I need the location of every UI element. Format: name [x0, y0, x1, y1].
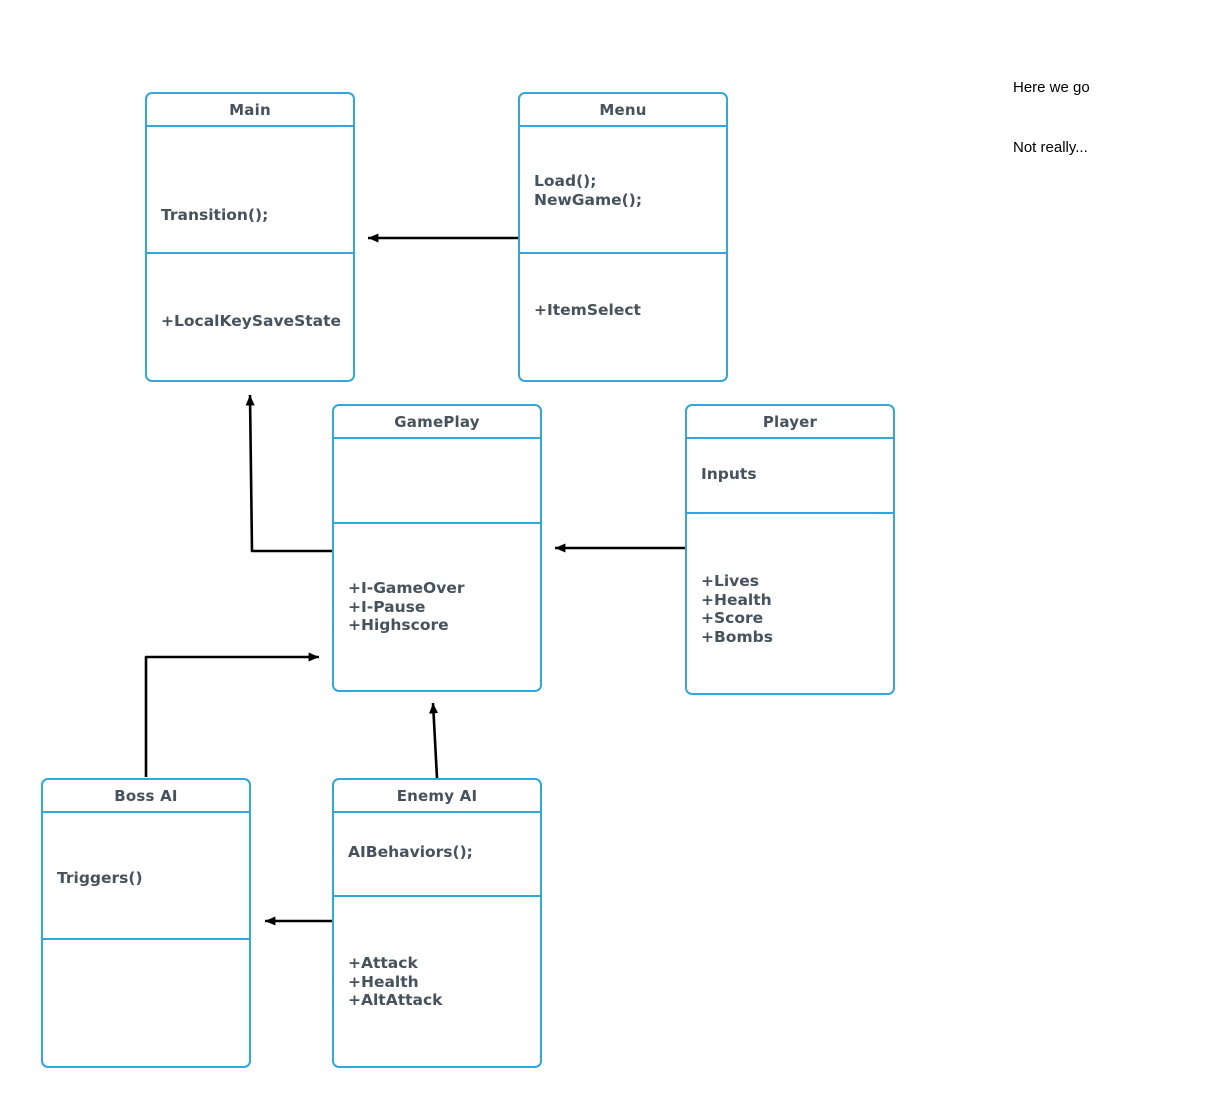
class-operations-boss-ai — [43, 940, 249, 1066]
class-attributes-player: Inputs — [687, 439, 893, 514]
class-title-gameplay: GamePlay — [334, 406, 540, 439]
connector-enemyai-to-gameplay — [429, 702, 439, 779]
class-box-boss-ai[interactable]: Boss AI Triggers() — [41, 778, 251, 1068]
class-attributes-boss-ai: Triggers() — [43, 813, 249, 940]
class-title-main: Main — [147, 94, 353, 127]
class-operations-gameplay: +I-GameOver +I-Pause +Highscore — [348, 579, 465, 634]
class-title-player: Player — [687, 406, 893, 439]
class-title-boss-ai: Boss AI — [43, 780, 249, 813]
class-operations-enemy-ai: +Attack +Health +AltAttack — [348, 954, 443, 1010]
class-operations-menu: +ItemSelect — [534, 301, 641, 319]
connector-gameplay-to-main — [245, 394, 332, 553]
class-title-enemy-ai: Enemy AI — [334, 780, 540, 813]
class-attributes-enemy-ai: AIBehaviors(); — [334, 813, 540, 898]
class-box-main[interactable]: Main Transition(); +LocalKeySaveState — [145, 92, 355, 382]
class-box-player[interactable]: Player Inputs +Lives +Health +Score +Bom… — [685, 404, 895, 695]
class-attributes-main: Transition(); — [147, 127, 353, 254]
class-box-enemy-ai[interactable]: Enemy AI AIBehaviors(); +Attack +Health … — [332, 778, 542, 1068]
class-attributes-menu: Load(); NewGame(); — [520, 127, 726, 254]
class-operations-main: +LocalKeySaveState — [161, 312, 342, 330]
note-line-1: Here we go — [1013, 79, 1090, 96]
note-text: Here we go Not really... — [1013, 38, 1090, 198]
class-attributes-gameplay — [334, 439, 540, 524]
connector-bossai-to-gameplay — [144, 652, 320, 777]
note-line-2: Not really... — [1013, 139, 1088, 156]
class-box-menu[interactable]: Menu Load(); NewGame(); +ItemSelect — [518, 92, 728, 382]
class-title-menu: Menu — [520, 94, 726, 127]
class-operations-player: +Lives +Health +Score +Bombs — [701, 572, 773, 646]
class-box-gameplay[interactable]: GamePlay +I-GameOver +I-Pause +Highscore — [332, 404, 542, 692]
